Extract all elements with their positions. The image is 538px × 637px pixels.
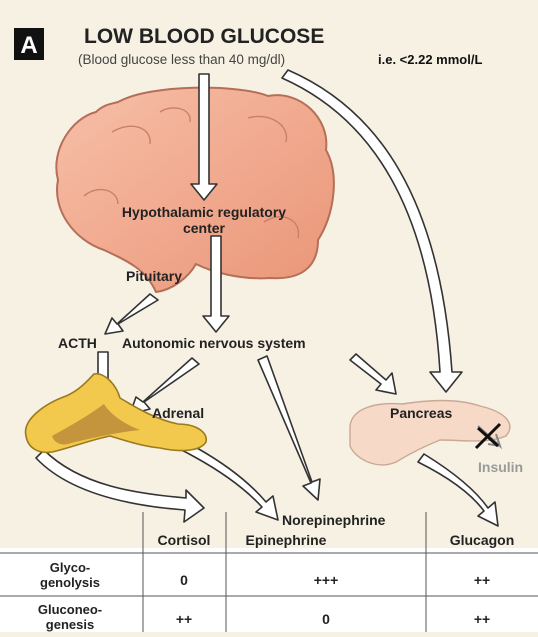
cell-gluconeogenesis-epinephrine: 0 bbox=[322, 611, 330, 627]
arrow-pituitary-to-acth bbox=[105, 294, 158, 334]
label-hypothalamus-line2: center bbox=[183, 220, 226, 236]
row-label-gluconeogenesis-line1: Gluconeo- bbox=[38, 602, 102, 617]
row-label-gluconeogenesis-line2: genesis bbox=[46, 617, 94, 632]
effects-table: Cortisol Epinephrine Glucagon Glyco- gen… bbox=[0, 512, 538, 632]
cell-gluconeogenesis-cortisol: ++ bbox=[176, 611, 192, 627]
subtitle-note: i.e. <2.22 mmol/L bbox=[378, 52, 482, 67]
arrow-autonomic-to-norepinephrine bbox=[258, 356, 320, 500]
label-acth: ACTH bbox=[58, 335, 97, 351]
label-pituitary: Pituitary bbox=[126, 268, 182, 284]
panel-letter: A bbox=[20, 32, 37, 59]
column-header-epinephrine: Epinephrine bbox=[246, 532, 327, 548]
label-hypothalamus-line1: Hypothalamic regulatory bbox=[122, 204, 286, 220]
arrow-adrenal-to-cortisol bbox=[36, 450, 204, 522]
row-label-glycogenolysis-line1: Glyco- bbox=[50, 560, 90, 575]
label-adrenal: Adrenal bbox=[152, 405, 204, 421]
cell-gluconeogenesis-glucagon: ++ bbox=[474, 611, 490, 627]
cell-glycogenolysis-epinephrine: +++ bbox=[314, 572, 339, 588]
arrow-autonomic-to-pancreas bbox=[350, 354, 396, 394]
label-norepinephrine: Norepinephrine bbox=[282, 512, 386, 528]
subtitle: (Blood glucose less than 40 mg/dl) bbox=[78, 52, 285, 67]
column-header-cortisol: Cortisol bbox=[158, 532, 211, 548]
label-autonomic: Autonomic nervous system bbox=[122, 335, 306, 351]
cell-glycogenolysis-cortisol: 0 bbox=[180, 572, 188, 588]
column-header-glucagon: Glucagon bbox=[450, 532, 515, 548]
cell-glycogenolysis-glucagon: ++ bbox=[474, 572, 490, 588]
label-insulin: Insulin bbox=[478, 459, 523, 475]
label-pancreas: Pancreas bbox=[390, 405, 452, 421]
row-label-glycogenolysis-line2: genolysis bbox=[40, 575, 100, 590]
title: LOW BLOOD GLUCOSE bbox=[84, 25, 324, 48]
